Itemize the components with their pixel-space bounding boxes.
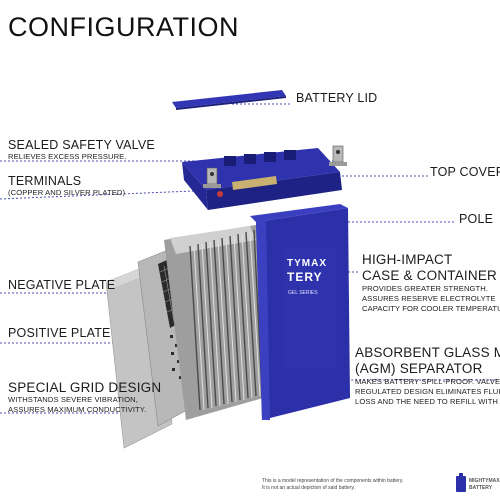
grid-desc-line1: WITHSTANDS SEVERE VIBRATION, — [8, 395, 138, 404]
case-desc-line2: ASSURES RESERVE ELECTROLYTE — [362, 294, 496, 303]
negative-plate-label: NEGATIVE PLATE — [8, 278, 116, 292]
safety-valve-desc: RELIEVES EXCESS PRESSURE. — [8, 152, 127, 161]
agm-desc-line1: MAKES BATTERY SPILL-PROOF. VALVE — [355, 377, 500, 386]
brand-line2: BATTERY — [469, 485, 493, 491]
plate-stack — [164, 224, 270, 420]
terminal-negative — [203, 167, 221, 188]
battery-lid — [172, 90, 286, 108]
terminal-positive — [329, 145, 347, 166]
grid-design-label: SPECIAL GRID DESIGN — [8, 380, 162, 395]
battery-case — [250, 204, 350, 420]
top-cover-label: TOP COVER — [430, 165, 500, 179]
agm-label-line1: ABSORBENT GLASS MAT — [355, 345, 500, 360]
battery-series: GEL SERIES — [288, 290, 318, 296]
battery-lid-label: BATTERY LID — [296, 91, 378, 105]
case-label-line2: CASE & CONTAINER — [362, 268, 497, 283]
agm-desc-line3: LOSS AND THE NEED TO REFILL WITH ACID. — [355, 397, 500, 406]
agm-label-line2: (AGM) SEPARATOR — [355, 361, 483, 376]
top-cover — [182, 148, 342, 210]
page-title: CONFIGURATION — [8, 12, 239, 42]
terminals-desc: (COPPER AND SILVER PLATED) — [8, 188, 126, 197]
pole-label: POLE — [459, 212, 494, 226]
agm-desc-line2: REGULATED DESIGN ELIMINATES FLUID — [355, 387, 500, 396]
brand-line1: MIGHTYMAX — [469, 478, 500, 484]
battery-brand-line1: TYMAX — [287, 258, 327, 269]
disclaimer-line1: This is a model representation of the co… — [262, 478, 404, 484]
safety-valve-label: SEALED SAFETY VALVE — [8, 138, 155, 152]
case-desc-line3: CAPACITY FOR COOLER TEMPERATURES. — [362, 304, 500, 313]
disclaimer-line2: It is not an actual depiction of said ba… — [262, 485, 356, 491]
mightymax-logo-icon — [456, 476, 466, 492]
terminals-label: TERMINALS — [8, 174, 82, 188]
case-label-line1: HIGH-IMPACT — [362, 252, 453, 267]
case-desc-line1: PROVIDES GREATER STRENGTH. — [362, 284, 489, 293]
grid-desc-line2: ASSURES MAXIMUM CONDUCTIVITY. — [8, 405, 147, 414]
safety-valve — [217, 191, 223, 197]
positive-plate-label: POSITIVE PLATE — [8, 326, 111, 340]
battery-brand-line2: TERY — [287, 270, 323, 284]
